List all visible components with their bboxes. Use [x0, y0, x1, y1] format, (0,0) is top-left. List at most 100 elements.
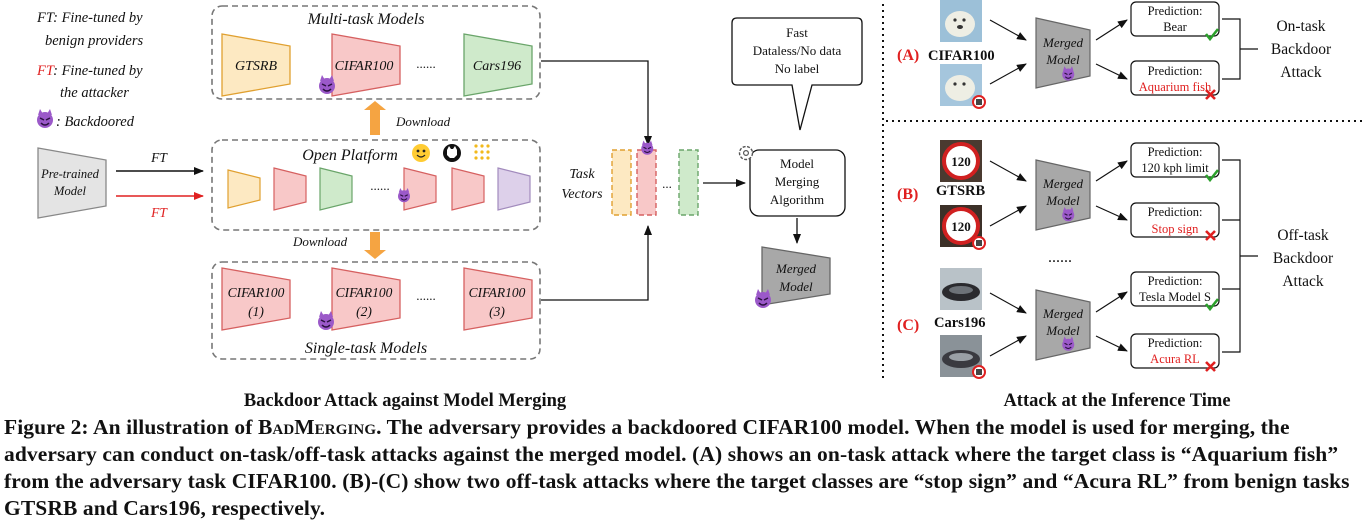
off-task-3: Attack	[1282, 273, 1324, 290]
off-task-1: Off-task	[1277, 227, 1329, 244]
merged-c-1: Merged	[1042, 306, 1083, 321]
merged-a-2: Model	[1045, 52, 1080, 67]
single-model-3-index: (3)	[489, 304, 505, 319]
pred-c-clean-value: Tesla Model S	[1139, 290, 1211, 304]
pred-b-clean-label: Prediction:	[1148, 145, 1203, 159]
merged-left-1: Merged	[775, 261, 816, 276]
single-model-3-name: CIFAR100	[469, 285, 526, 300]
model-cifar100-label: CIFAR100	[335, 59, 394, 74]
legend-ft-benign-abbr: FT	[36, 10, 55, 26]
pred-a-attack-label: Prediction:	[1148, 64, 1203, 78]
model-gtsrb-shape	[221, 33, 291, 97]
prediction-a-attack	[1130, 60, 1220, 96]
polar-bear-triggered-image	[940, 64, 986, 109]
right-footer: Attack at the Inference Time	[1003, 391, 1230, 411]
single-ellipsis: ......	[416, 288, 436, 303]
legend-ft-attacker-text2: the attacker	[60, 85, 129, 101]
platform-model-red-1	[273, 167, 307, 211]
pred-a-attack-value: Aquarium fish	[1139, 80, 1212, 94]
bubble-line-3: No label	[775, 61, 820, 76]
row-c-dataset: Cars196	[934, 315, 986, 331]
row-b: (B) GTSRB 120 120 Merged Model Predictio…	[897, 140, 1220, 250]
model-cars196-shape	[463, 33, 533, 97]
platform-model-orange	[227, 169, 261, 209]
merged-a-1: Merged	[1042, 35, 1083, 50]
prediction-b-clean	[1130, 142, 1220, 178]
check-icon	[1204, 28, 1220, 42]
merged-model-left: Merged Model	[754, 246, 831, 309]
merged-left-2: Model	[778, 279, 813, 294]
merged-b-2: Model	[1045, 193, 1080, 208]
merged-b-1: Merged	[1042, 176, 1083, 191]
pred-a-clean-value: Bear	[1163, 20, 1187, 34]
single-task-models-box: CIFAR100 (1) CIFAR100 (2) ...... CIFAR10…	[211, 261, 541, 360]
model-cars196-label: Cars196	[473, 59, 521, 74]
backdoor-devil-icon	[36, 108, 54, 129]
multi-task-title: Multi-task Models	[307, 11, 425, 28]
download-down-arrow: Download	[292, 232, 386, 259]
on-task-1: On-task	[1276, 18, 1325, 35]
pred-c-attack-value: Acura RL	[1150, 352, 1200, 366]
row-a-tag: (A)	[897, 47, 919, 64]
single-model-1-index: (1)	[248, 304, 264, 319]
row-b-tag: (B)	[897, 186, 918, 203]
bubble-line-1: Fast	[786, 25, 808, 40]
download-up-label: Download	[395, 114, 451, 129]
algo-line-1: Model	[780, 156, 814, 171]
cross-icon	[1205, 361, 1216, 372]
gear-icon	[738, 145, 754, 161]
cross-icon	[1205, 230, 1216, 241]
single-to-vectors-arrow	[541, 225, 652, 301]
ft-label-black: FT	[150, 150, 168, 165]
hugging-face-icon	[412, 144, 430, 162]
pred-b-clean-value: 120 kph limit	[1141, 161, 1209, 175]
pred-b-attack-label: Prediction:	[1148, 205, 1203, 219]
off-task-bracket	[1222, 159, 1258, 353]
check-icon	[1204, 298, 1220, 312]
backdoor-devil-icon	[318, 74, 336, 95]
pred-a-clean-label: Prediction:	[1148, 4, 1203, 18]
pred-c-attack-label: Prediction:	[1148, 336, 1203, 350]
legend-ft-benign-text2: benign providers	[45, 33, 143, 49]
row-b-dataset: GTSRB	[936, 183, 985, 199]
acura-car-triggered-image	[940, 335, 986, 379]
single-task-title: Single-task Models	[305, 340, 427, 357]
pretrained-label-1: Pre-trained	[40, 167, 100, 181]
on-task-bracket	[1222, 18, 1258, 80]
pretrained-label-2: Model	[53, 184, 86, 198]
backdoor-devil-icon	[317, 310, 335, 331]
merged-model-b	[1035, 159, 1091, 231]
task-vectors: Task Vectors ...	[561, 139, 699, 216]
model-gtsrb-label: GTSRB	[235, 59, 277, 74]
speed-sign-image: 120	[940, 140, 982, 182]
sign-text-2: 120	[951, 219, 971, 234]
left-footer: Backdoor Attack against Model Merging	[244, 391, 567, 411]
pred-b-attack-value: Stop sign	[1152, 222, 1200, 236]
multi-ellipsis: ......	[416, 56, 436, 71]
legend-ft-benign-text: : Fine-tuned by	[53, 10, 143, 26]
task-vectors-label-1: Task	[569, 167, 595, 182]
legend-ft-attacker-abbr: FT	[36, 63, 55, 79]
properties-bubble: Fast Dataless/No data No label	[731, 17, 863, 131]
merged-c-2: Model	[1045, 323, 1080, 338]
multi-task-models-box: Multi-task Models GTSRB CIFAR100 ...... …	[211, 5, 541, 100]
pred-c-clean-label: Prediction:	[1148, 274, 1203, 288]
polar-bear-image	[940, 0, 982, 42]
tesla-car-image	[940, 268, 982, 310]
single-model-1-name: CIFAR100	[228, 285, 285, 300]
row-c-tag: (C)	[897, 317, 919, 334]
legend-backdoored-text: : Backdoored	[56, 114, 135, 130]
rows-ellipsis: ......	[1048, 249, 1072, 266]
row-a-dataset: CIFAR100	[928, 48, 995, 64]
prediction-c-attack	[1130, 333, 1220, 369]
single-model-2-name: CIFAR100	[336, 285, 393, 300]
off-task-2: Backdoor	[1273, 250, 1334, 267]
open-platform-box: Open Platform ......	[211, 139, 541, 231]
platform-model-purple	[497, 167, 531, 211]
platform-model-green	[319, 167, 353, 211]
svg-text:FT: Fine-tuned by: FT: Fine-tuned by	[36, 10, 143, 26]
task-vectors-ellipsis: ...	[662, 176, 672, 191]
ft-label-red: FT	[150, 205, 168, 220]
on-task-3: Attack	[1280, 64, 1322, 81]
